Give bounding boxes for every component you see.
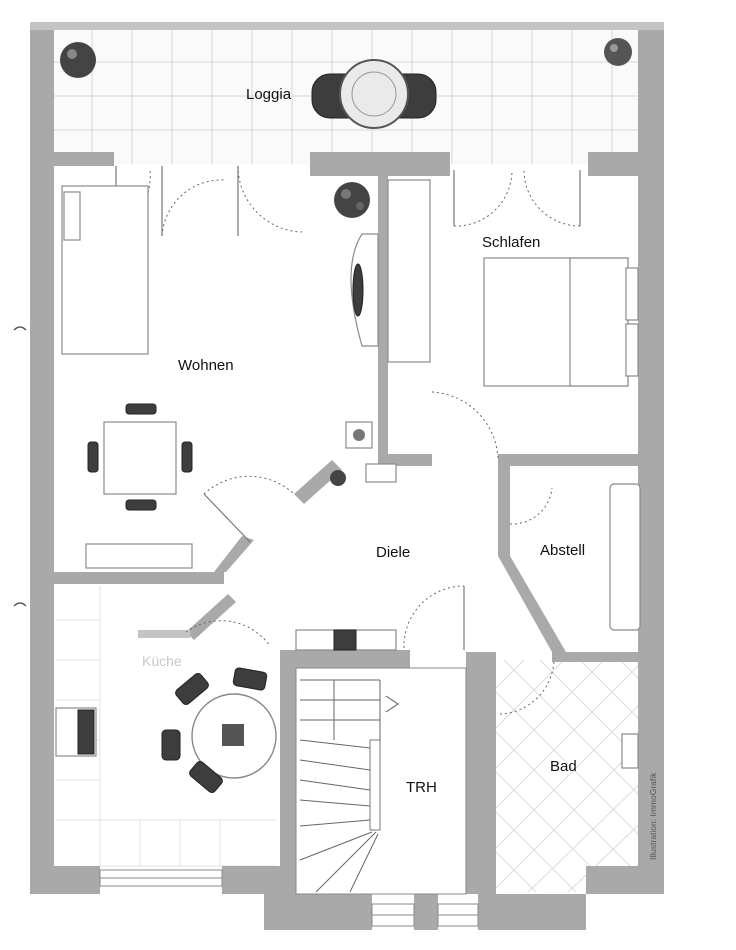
bath-tiles <box>494 660 638 892</box>
room-label-wohnen: Wohnen <box>178 357 234 374</box>
armchair-with-lamp <box>350 233 379 347</box>
dining-table-living <box>87 403 193 511</box>
image-credit: Illustration: ImmoGrafik <box>648 772 658 860</box>
room-label-bad: Bad <box>550 758 577 775</box>
hall-doors <box>185 391 555 715</box>
sideboard <box>85 543 193 569</box>
hall-cabinet <box>295 629 397 651</box>
bottom-windows <box>99 869 479 927</box>
plant-icon-loggia-left <box>60 42 96 78</box>
room-label-kueche: Küche <box>142 653 182 669</box>
walls <box>30 22 664 930</box>
room-label-abstell: Abstell <box>540 542 585 559</box>
room-label-diele: Diele <box>376 544 410 561</box>
binder-mark-upper <box>13 326 27 331</box>
stove-icon <box>345 421 373 449</box>
room-label-trh: TRH <box>406 779 437 796</box>
loggia-table-set <box>311 59 437 129</box>
plant-icon-loggia-right <box>604 38 632 66</box>
storage-shelf <box>609 483 641 631</box>
plant-icon-living <box>334 182 370 218</box>
kitchen-counter <box>55 707 97 757</box>
double-bed <box>483 257 639 387</box>
room-label-schlafen: Schlafen <box>482 234 540 251</box>
kitchen-round-table <box>161 667 277 794</box>
tv-console <box>387 179 431 363</box>
bath-washbasin <box>621 733 639 769</box>
staircase <box>295 667 467 895</box>
plant-icon-hall <box>330 463 397 486</box>
sofa <box>61 185 149 355</box>
binder-mark-lower <box>13 602 27 607</box>
room-label-loggia: Loggia <box>246 86 292 103</box>
